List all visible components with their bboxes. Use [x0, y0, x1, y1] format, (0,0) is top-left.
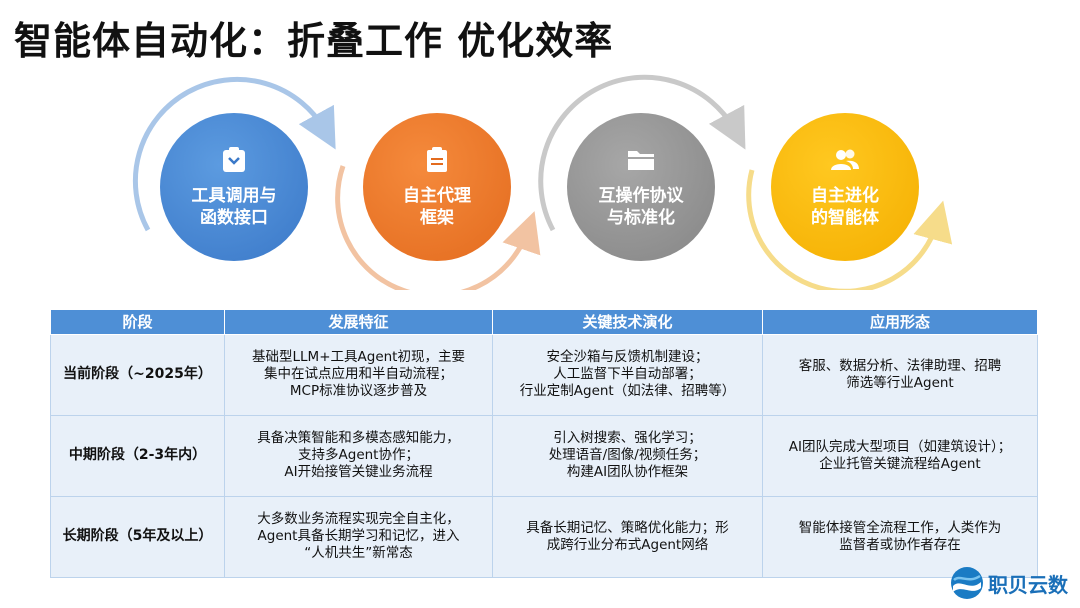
cell-line: 基础型LLM+工具Agent初现，主要	[252, 349, 465, 365]
stage-circle-3: 互操作协议与标准化	[553, 99, 729, 275]
stage-circle-1: 工具调用与函数接口	[146, 99, 322, 275]
cell-line: 客服、数据分析、法律助理、招聘	[798, 357, 1002, 374]
tech-cell: 具备长期记忆、策略优化能力；形 成跨行业分布式Agent网络	[492, 495, 763, 578]
document-icon	[422, 145, 452, 175]
cell-line: 处理语音/图像/视频任务；	[548, 447, 707, 463]
apps-cell: AI团队完成大型项目（如建筑设计）； 企业托管关键流程给Agent	[762, 414, 1038, 497]
tech-cell: 安全沙箱与反馈机制建设； 人工监督下半自动部署； 行业定制Agent（如法律、招…	[492, 333, 763, 416]
cell-line: MCP标准协议逐步普及	[289, 383, 428, 399]
cell-line: “人机共生”新常态	[304, 545, 413, 561]
cell-line: 具备决策智能和多模态感知能力，	[257, 430, 460, 446]
cell-line: 企业托管关键流程给Agent	[819, 455, 981, 472]
stage-label: 自主代理	[403, 186, 471, 206]
header-apps: 应用形态	[762, 310, 1038, 335]
stage-label: 工具调用与	[191, 186, 277, 206]
stage-label: 框架	[420, 208, 454, 228]
header-features: 发展特征	[224, 310, 493, 335]
cell-line: 监督者或协作者存在	[839, 536, 961, 553]
brand-logo: 职贝云数	[950, 566, 1068, 600]
stage-circle-4: 自主进化的智能体	[757, 99, 933, 275]
cell-line: 集中在试点应用和半自动流程；	[264, 366, 453, 382]
stage-label: 互操作协议	[598, 186, 684, 206]
cell-line: AI团队完成大型项目（如建筑设计）；	[788, 438, 1012, 455]
arrow-arc-1	[132, 76, 336, 232]
stage-label: 的智能体	[811, 208, 879, 228]
tech-cell: 引入树搜索、强化学习； 处理语音/图像/视频任务； 构建AI团队协作框架	[492, 414, 763, 497]
cell-line: 安全沙箱与反馈机制建设；	[546, 349, 709, 365]
table-header-row: 阶段 发展特征 关键技术演化 应用形态	[50, 310, 1038, 335]
features-cell: 大多数业务流程实现完全自主化， Agent具备长期学习和记忆，进入 “人机共生”…	[224, 495, 493, 578]
header-stage: 阶段	[50, 310, 225, 335]
brand-name: 职贝云数	[988, 572, 1068, 597]
cell-line: 支持多Agent协作；	[298, 447, 419, 463]
page-title: 智能体自动化：折叠工作 优化效率	[14, 19, 614, 63]
cell-line: 行业定制Agent（如法律、招聘等）	[519, 383, 736, 399]
stage-arrows	[132, 74, 953, 290]
cell-line: Agent具备长期学习和记忆，进入	[257, 528, 460, 544]
table-row: 当前阶段（~2025年） 基础型LLM+工具Agent初现，主要 集中在试点应用…	[50, 333, 1038, 416]
arrow-arc-2	[335, 165, 541, 290]
stage-circle-2: 自主代理框架	[349, 99, 525, 275]
folder-icon	[626, 145, 656, 175]
apps-cell: 客服、数据分析、法律助理、招聘 筛选等行业Agent	[762, 333, 1038, 416]
cell-line: 大多数业务流程实现完全自主化，	[257, 511, 460, 527]
table-row: 中期阶段（2-3年内） 具备决策智能和多模态感知能力， 支持多Agent协作； …	[50, 414, 1038, 497]
features-cell: 基础型LLM+工具Agent初现，主要 集中在试点应用和半自动流程； MCP标准…	[224, 333, 493, 416]
users-icon	[830, 145, 860, 175]
features-cell: 具备决策智能和多模态感知能力， 支持多Agent协作； AI开始接管关键业务流程	[224, 414, 493, 497]
stage-flow: 工具调用与函数接口 自主代理框架 互操作协议与标准化 自主进化的智能体	[0, 70, 1080, 290]
roadmap-table: 阶段 发展特征 关键技术演化 应用形态 当前阶段（~2025年） 基础型LLM+…	[50, 310, 1038, 578]
stage-label: 函数接口	[200, 208, 268, 228]
cell-line: 构建AI团队协作框架	[566, 464, 689, 480]
stage-name-cell: 当前阶段（~2025年）	[50, 333, 225, 416]
table-row: 长期阶段（5年及以上） 大多数业务流程实现完全自主化， Agent具备长期学习和…	[50, 495, 1038, 578]
cell-line: AI开始接管关键业务流程	[284, 464, 433, 480]
cell-line: 筛选等行业Agent	[846, 374, 954, 391]
stage-label: 自主进化	[811, 186, 879, 206]
logo-icon	[951, 567, 983, 599]
cell-line: 智能体接管全流程工作，人类作为	[798, 519, 1002, 536]
apps-cell: 智能体接管全流程工作，人类作为 监督者或协作者存在	[762, 495, 1038, 578]
cell-line: 人工监督下半自动部署；	[553, 366, 702, 382]
clipboard-icon	[219, 145, 249, 175]
cell-line: 成跨行业分布式Agent网络	[546, 536, 709, 553]
arrow-arc-4	[746, 169, 953, 290]
arrow-arc-3	[538, 74, 746, 232]
header-tech: 关键技术演化	[492, 310, 763, 335]
stage-name-cell: 中期阶段（2-3年内）	[50, 414, 225, 497]
cell-line: 具备长期记忆、策略优化能力；形	[526, 519, 729, 536]
stage-label: 与标准化	[607, 208, 675, 228]
cell-line: 引入树搜索、强化学习；	[553, 430, 702, 446]
stage-name-cell: 长期阶段（5年及以上）	[50, 495, 225, 578]
